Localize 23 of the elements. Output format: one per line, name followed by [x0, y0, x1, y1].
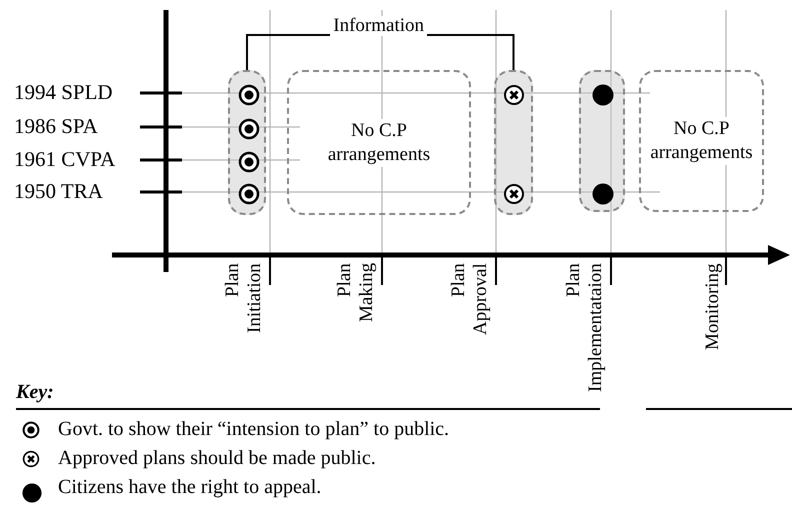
cross-marker	[503, 84, 525, 106]
dashed-box	[639, 70, 764, 212]
legend-text: Govt. to show their “intension to plan” to public.	[58, 418, 450, 440]
stage-label: Plan Approval	[448, 263, 492, 337]
stage-label: Plan Implementataion	[563, 263, 607, 394]
bullseye-marker	[238, 151, 260, 173]
stage-label: Plan Initiation	[222, 263, 266, 335]
edge-label: Information	[330, 16, 428, 36]
cross-marker	[503, 183, 525, 205]
legend-text: Approved plans should be made public.	[58, 447, 376, 469]
filled-dot-marker	[592, 183, 614, 205]
key-heading: Key:	[16, 381, 54, 404]
dashed-box	[287, 70, 471, 215]
shaded-band	[228, 70, 266, 215]
shaded-band	[579, 70, 625, 212]
bullseye-marker	[238, 118, 260, 140]
shaded-band	[494, 70, 533, 215]
legend-text: Citizens have the right to appeal.	[58, 476, 322, 498]
bullseye-marker	[238, 84, 260, 106]
stage-label: Plan Making	[334, 263, 378, 324]
bullseye-marker	[238, 183, 260, 205]
filled-dot-marker	[592, 84, 614, 106]
stage-label: Monitoring	[702, 263, 724, 352]
